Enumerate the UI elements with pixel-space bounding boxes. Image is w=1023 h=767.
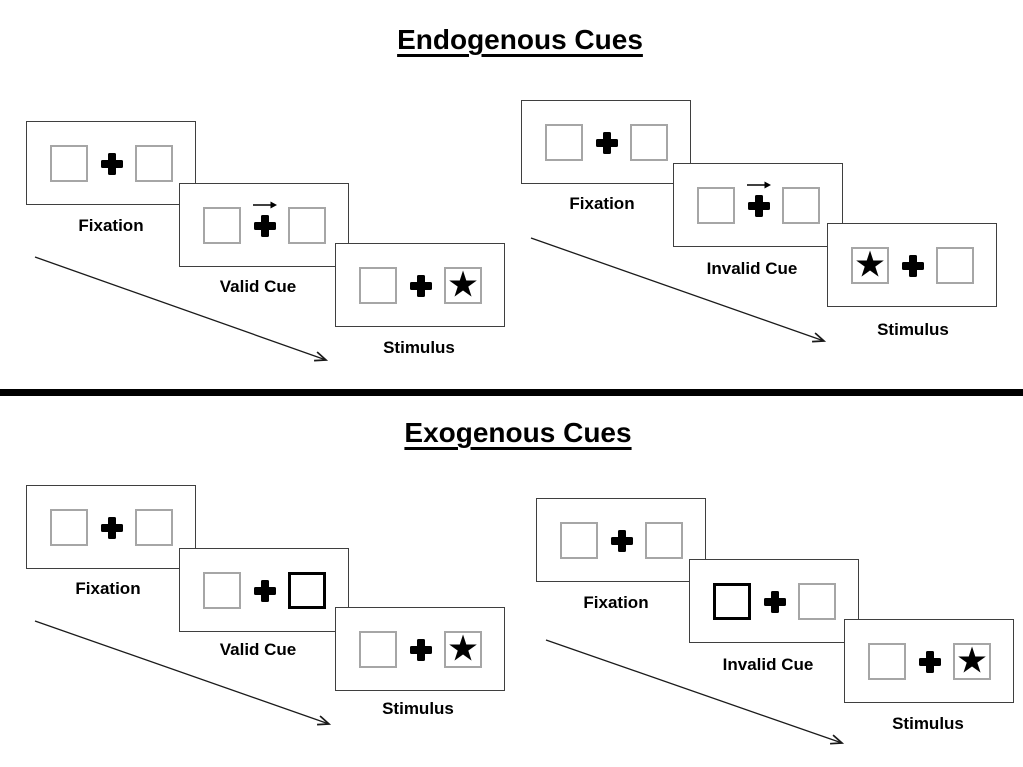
exo-valid-cue-panel <box>179 548 349 632</box>
right-arrow-cue-icon <box>747 181 771 189</box>
exo-valid-fixation-panel <box>26 485 196 569</box>
step-label-fixation: Fixation <box>583 593 649 612</box>
right-target-box: ★ <box>444 263 482 305</box>
step-label-cue: Invalid Cue <box>722 655 814 674</box>
left-placeholder-box <box>359 631 397 668</box>
exo-invalid-fixation-panel <box>536 498 706 582</box>
step-label-cue: Valid Cue <box>219 277 297 296</box>
right-placeholder-box <box>630 124 668 161</box>
left-placeholder-box <box>203 572 241 609</box>
right-arrow-cue-icon <box>253 201 277 209</box>
fixation-cross-icon <box>919 651 941 673</box>
fixation-cross-icon <box>764 591 786 613</box>
endo-invalid-fixation-panel <box>521 100 691 184</box>
right-placeholder-box <box>798 583 836 620</box>
fixation-cross-icon <box>254 215 276 237</box>
fixation-cross-icon <box>902 255 924 277</box>
endo-valid-fixation-panel <box>26 121 196 205</box>
exo-invalid-cue-panel <box>689 559 859 643</box>
section-divider <box>0 389 1023 396</box>
right-highlight-cue-box <box>288 572 326 609</box>
left-placeholder-box <box>560 522 598 559</box>
left-target-box: ★ <box>851 243 889 285</box>
left-highlight-cue-box <box>713 583 751 620</box>
target-star-icon: ★ <box>853 243 887 285</box>
time-arrow-exogenous-valid <box>34 620 329 724</box>
target-star-icon: ★ <box>955 639 989 681</box>
exo-valid-stimulus-panel: ★ <box>335 607 505 691</box>
target-star-icon: ★ <box>446 263 480 305</box>
right-placeholder-box <box>782 187 820 224</box>
time-arrow-endogenous-valid <box>34 256 326 360</box>
step-label-stimulus: Stimulus <box>892 714 964 733</box>
right-target-box: ★ <box>953 639 991 681</box>
fixation-cross-icon <box>410 639 432 661</box>
section-title-exogenous: Exogenous Cues <box>404 417 632 448</box>
fixation-cross-icon <box>101 517 123 539</box>
fixation-cross-icon <box>748 195 770 217</box>
fixation-cross-icon <box>101 153 123 175</box>
fixation-cross-icon <box>410 275 432 297</box>
target-star-icon: ★ <box>446 627 480 669</box>
left-placeholder-box <box>50 509 88 546</box>
endo-invalid-stimulus-panel: ★ <box>827 223 997 307</box>
step-label-cue: Invalid Cue <box>706 259 798 278</box>
right-target-box: ★ <box>444 627 482 669</box>
left-placeholder-box <box>868 643 906 680</box>
left-placeholder-box <box>545 124 583 161</box>
right-placeholder-box <box>135 145 173 182</box>
left-placeholder-box <box>697 187 735 224</box>
endo-invalid-cue-panel <box>673 163 843 247</box>
step-label-stimulus: Stimulus <box>382 699 454 718</box>
right-placeholder-box <box>135 509 173 546</box>
step-label-stimulus: Stimulus <box>877 320 949 339</box>
left-placeholder-box <box>50 145 88 182</box>
left-placeholder-box <box>359 267 397 304</box>
fixation-cross-icon <box>254 580 276 602</box>
fixation-cross-icon <box>611 530 633 552</box>
step-label-cue: Valid Cue <box>219 640 297 659</box>
time-arrow-endogenous-invalid <box>530 237 824 341</box>
step-label-stimulus: Stimulus <box>383 338 455 357</box>
right-placeholder-box <box>288 207 326 244</box>
endo-valid-cue-panel <box>179 183 349 267</box>
right-placeholder-box <box>936 247 974 284</box>
section-title-endogenous: Endogenous Cues <box>397 24 643 55</box>
exo-invalid-stimulus-panel: ★ <box>844 619 1014 703</box>
right-placeholder-box <box>645 522 683 559</box>
step-label-fixation: Fixation <box>78 216 144 235</box>
endo-valid-stimulus-panel: ★ <box>335 243 505 327</box>
step-label-fixation: Fixation <box>569 194 635 213</box>
left-placeholder-box <box>203 207 241 244</box>
step-label-fixation: Fixation <box>75 579 141 598</box>
fixation-cross-icon <box>596 132 618 154</box>
